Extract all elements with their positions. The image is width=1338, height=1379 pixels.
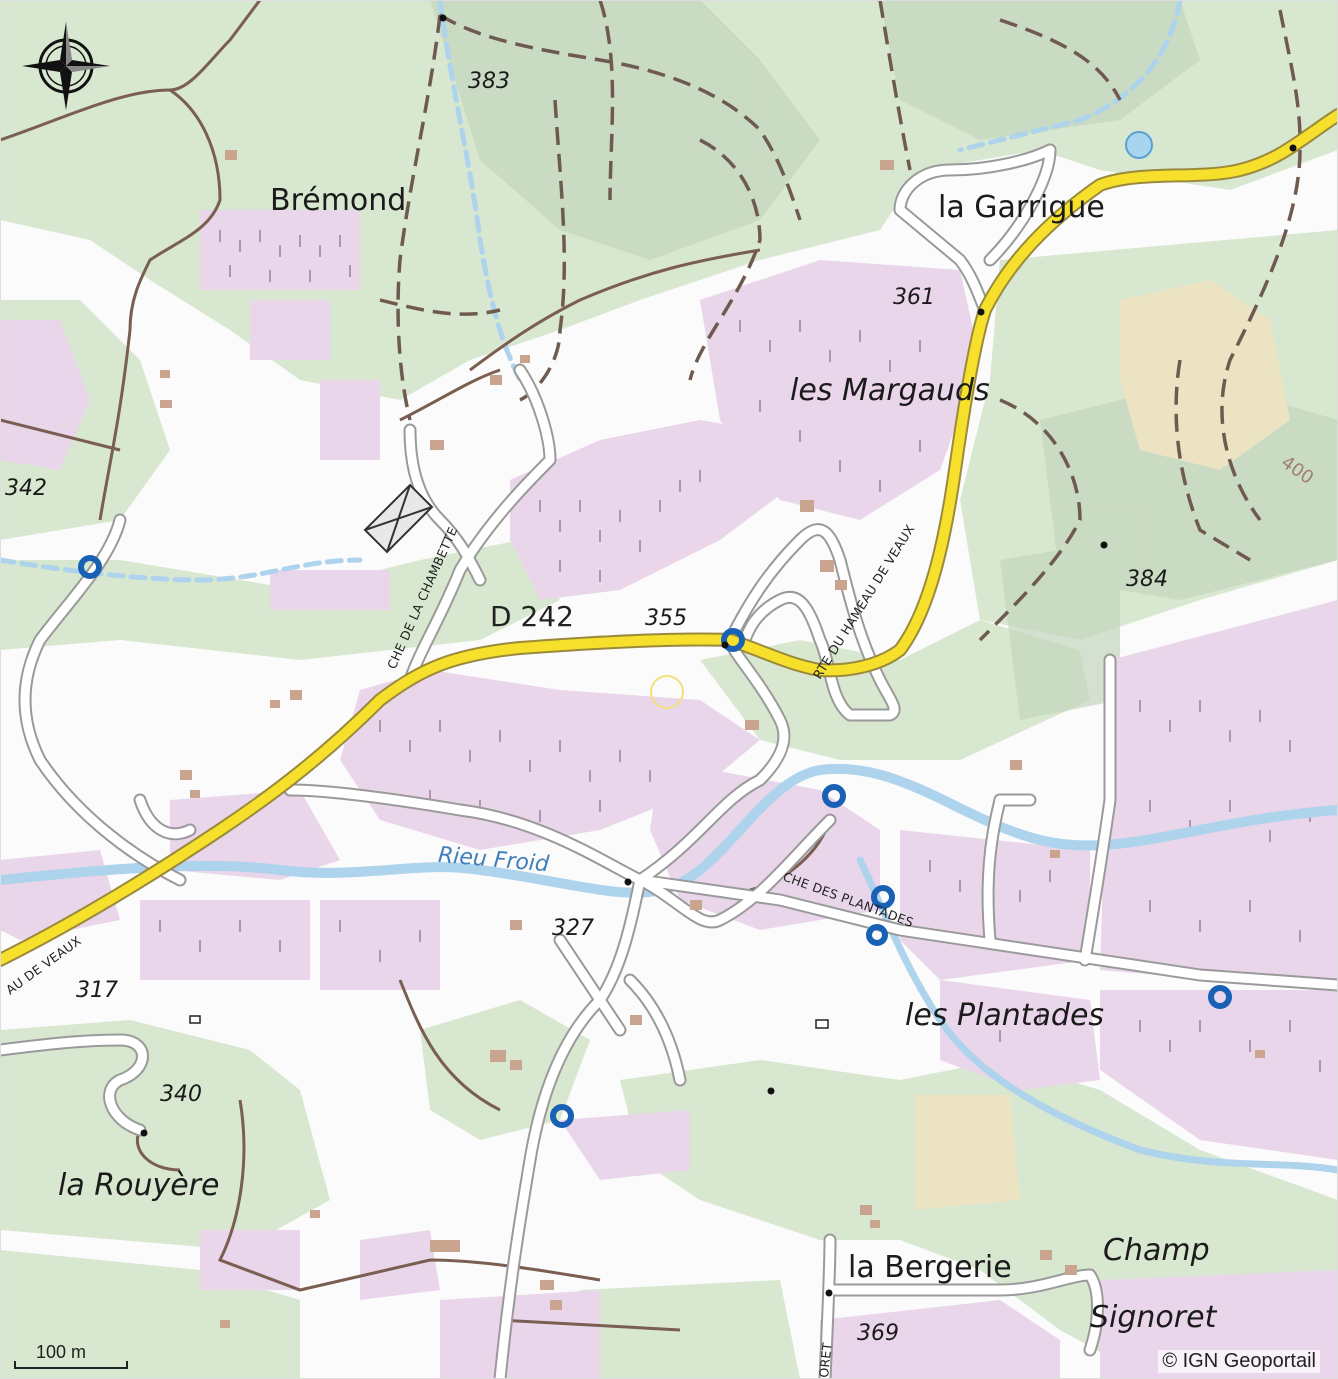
- open-patches: [915, 280, 1290, 1210]
- small-marker-icon: [815, 1019, 829, 1029]
- dashed-tracks: [379, 0, 1302, 642]
- small-marker-icon: [189, 1015, 201, 1024]
- altitude-327: 327: [552, 916, 594, 941]
- crossed-structure-icon: [363, 483, 434, 554]
- scale-label: 100 m: [36, 1342, 87, 1362]
- water-point-icon[interactable]: [1208, 985, 1232, 1009]
- water-point-icon[interactable]: [866, 924, 888, 946]
- altitude-361: 361: [893, 285, 935, 310]
- water-points[interactable]: [78, 555, 1232, 1128]
- place-label-champ: Champ: [1103, 1233, 1210, 1268]
- water-point-icon[interactable]: [550, 1104, 574, 1128]
- altitude-340: 340: [160, 1082, 202, 1107]
- attribution: © IGN Geoportail: [1158, 1350, 1320, 1373]
- place-label-bremond: Brémond: [270, 183, 406, 218]
- scale-bar-line: [14, 1361, 128, 1369]
- place-label-les-plantades: les Plantades: [905, 998, 1104, 1033]
- survey-points: [140, 14, 1297, 1297]
- place-label-la-garrigue: la Garrigue: [938, 190, 1105, 225]
- main-road-d242: [0, 108, 1338, 967]
- altitude-383: 383: [468, 69, 510, 94]
- water-point-icon[interactable]: [721, 628, 745, 652]
- road-label-oret: ORET: [816, 1342, 835, 1379]
- water-point-icon[interactable]: [871, 885, 895, 909]
- place-label-les-margauds: les Margauds: [790, 373, 990, 408]
- altitude-384: 384: [1126, 567, 1168, 592]
- buildings: [160, 150, 1265, 1328]
- water-point-icon[interactable]: [822, 784, 846, 808]
- vineyard-hatching: [159, 230, 1321, 1072]
- road-label-d242: D 242: [490, 600, 574, 633]
- altitude-317: 317: [76, 978, 118, 1003]
- altitude-369: 369: [857, 1321, 899, 1346]
- place-label-la-rouyere: la Rouyère: [58, 1168, 219, 1203]
- compass-icon: [18, 18, 114, 114]
- place-label-signoret: Signoret: [1090, 1300, 1218, 1335]
- water-point-icon[interactable]: [78, 555, 102, 579]
- tracks: [0, 0, 832, 1332]
- altitude-355: 355: [645, 606, 687, 631]
- marker-ring-icon[interactable]: [650, 675, 684, 709]
- scale-bar: 100 m: [14, 1342, 128, 1369]
- place-label-la-bergerie: la Bergerie: [848, 1250, 1012, 1285]
- altitude-342: 342: [5, 476, 47, 501]
- pond-icon[interactable]: [1125, 131, 1153, 159]
